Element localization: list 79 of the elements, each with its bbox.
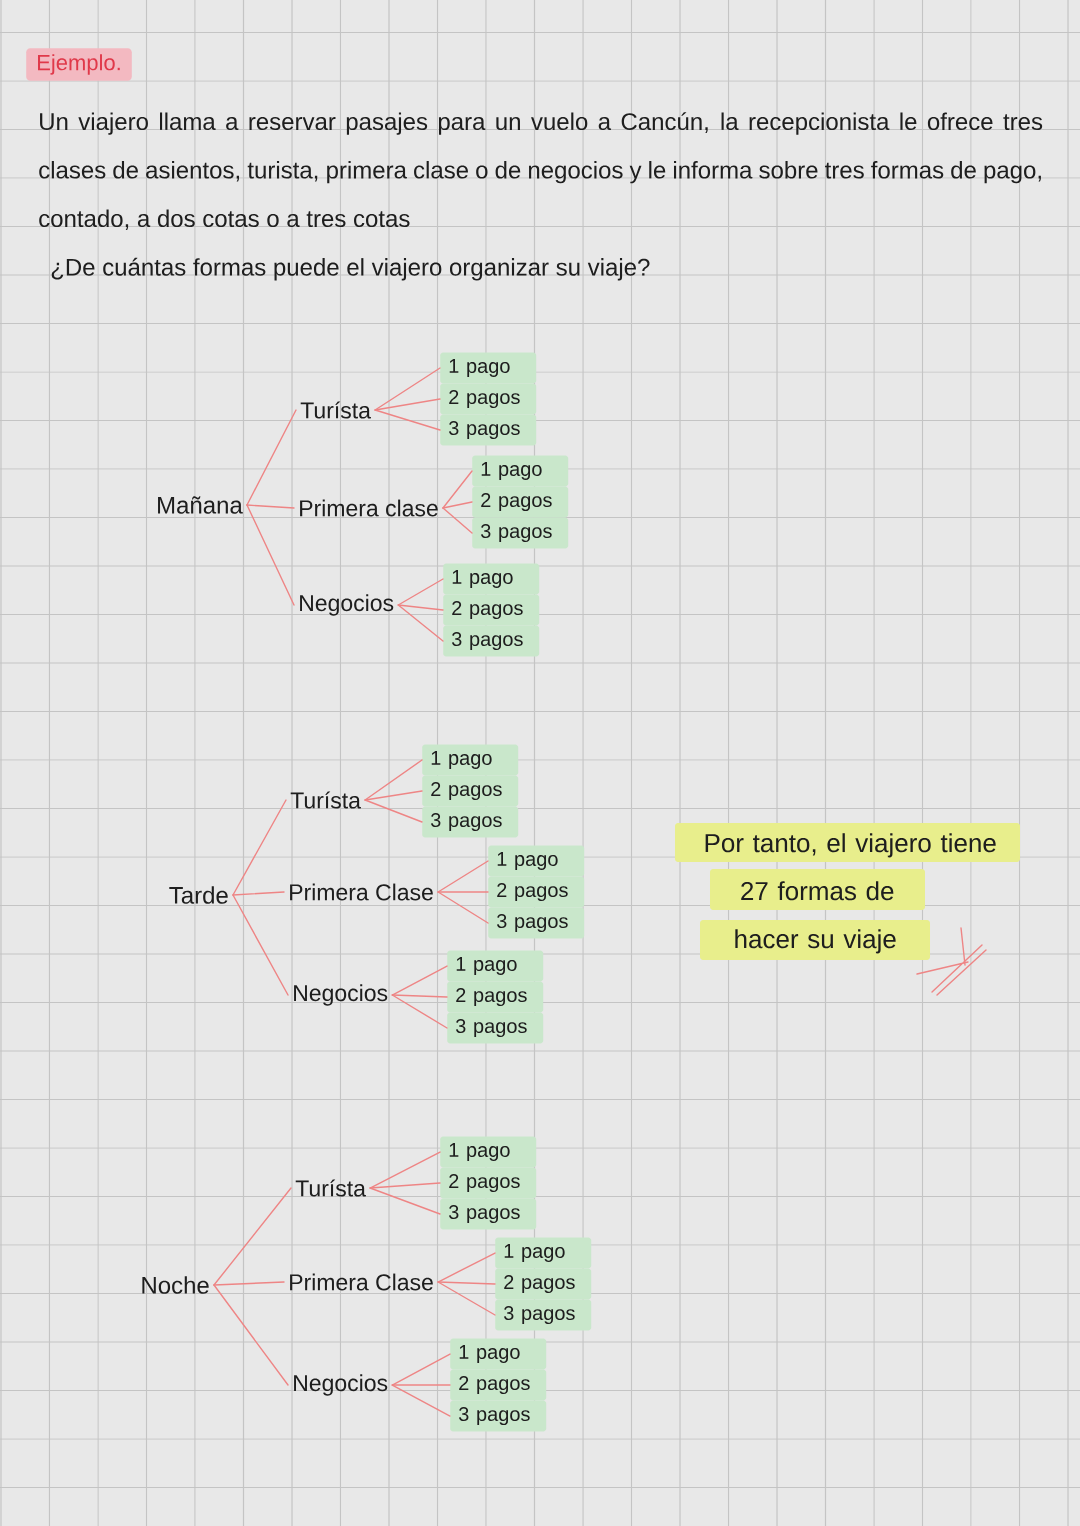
leaf-label: 3 pagos [450, 1400, 547, 1432]
leaf-label: 1 pago [440, 352, 537, 384]
branch-line [442, 507, 473, 534]
leaf-label: 3 pagos [472, 517, 569, 549]
branch-label: Primera Clase [290, 883, 433, 901]
leaf-label: 3 pagos [440, 414, 537, 446]
leaf-label: 1 pago [422, 744, 519, 776]
branch-line [374, 409, 441, 431]
branch-line [232, 891, 285, 896]
leaf-label: 1 pago [495, 1237, 592, 1269]
branch-line [232, 799, 287, 896]
branch-line [213, 1281, 285, 1286]
leaf-label: 1 pago [443, 563, 540, 595]
branch-line [391, 1353, 451, 1386]
leaf-label: 3 pagos [495, 1299, 592, 1331]
branch-line [364, 759, 423, 801]
leaf-label: 1 pago [450, 1338, 547, 1370]
question-text: ¿De cuántas formas puede el viajero organizar su viaje? [51, 257, 650, 281]
leaf-label: 3 pagos [422, 806, 519, 838]
branch-line [397, 578, 444, 606]
branch-label: Primera Clase [290, 1273, 433, 1291]
leaf-label: 2 pagos [440, 383, 537, 415]
branch-line [437, 860, 489, 893]
branch-label: Negocios [294, 984, 388, 1006]
leaf-label: 2 pagos [440, 1167, 537, 1199]
branch-line [437, 1281, 496, 1285]
branch-line [437, 891, 489, 893]
branch-line [437, 1252, 496, 1283]
leaf-label: 3 pagos [443, 625, 540, 657]
leaf-label: 2 pagos [472, 486, 569, 518]
leaf-label: 2 pagos [488, 876, 585, 908]
branch-line [391, 994, 448, 998]
branch-line [437, 891, 489, 924]
branch-line [246, 409, 297, 506]
branch-line [391, 965, 448, 996]
conclusion-text: Por tanto, el viajero tiene 27 formas de hacer su viaje [675, 823, 1020, 960]
leaf-label: 3 pagos [440, 1198, 537, 1230]
leaf-label: 1 pago [472, 455, 569, 487]
branch-line [364, 799, 423, 823]
branch-line [364, 790, 423, 801]
branch-line [397, 604, 444, 642]
branch-line [369, 1187, 441, 1215]
branch-line [232, 894, 289, 996]
branch-label: Turísta [300, 401, 371, 419]
branch-line [397, 604, 444, 611]
leaf-label: 1 pago [440, 1136, 537, 1168]
leaf-label: 1 pago [488, 845, 585, 877]
root-label: Tarde [169, 886, 228, 904]
branch-line [374, 398, 441, 411]
leaf-label: 1 pago [447, 950, 544, 982]
branch-line [374, 367, 441, 411]
branch-line [442, 470, 473, 509]
branch-line [442, 501, 473, 509]
branch-line [391, 1384, 451, 1386]
root-label: Noche [142, 1276, 209, 1294]
leaf-label: 2 pagos [422, 775, 519, 807]
leaf-label: 2 pagos [450, 1369, 547, 1401]
branch-line [391, 1384, 451, 1417]
leaf-label: 3 pagos [447, 1012, 544, 1044]
branch-line [391, 994, 448, 1029]
branch-label: Negocios [300, 594, 394, 616]
leaf-label: 2 pagos [495, 1268, 592, 1300]
title-label: Ejemplo. [26, 48, 132, 81]
branch-label: Negocios [294, 1374, 388, 1396]
branch-line [369, 1182, 441, 1189]
root-label: Mañana [158, 496, 243, 514]
branch-line [246, 504, 295, 509]
branch-line [213, 1187, 292, 1286]
branch-line [437, 1281, 496, 1316]
leaf-label: 3 pagos [488, 907, 585, 939]
branch-label: Primera clase [300, 499, 438, 517]
leaf-label: 2 pagos [447, 981, 544, 1013]
branch-label: Turísta [295, 1179, 366, 1197]
branch-line [213, 1284, 289, 1386]
branch-line [246, 504, 295, 606]
branch-line [369, 1151, 441, 1189]
problem-text: Un viajero llama a reservar pasajes para un vuelo a Cancún, la recepcionista le ofrece tres clases de asientos, turista, primera clase o de negocios y le informa sobre tres formas de pago, contado, a dos cotas o a tres cotas [39, 112, 1043, 230]
leaf-label: 2 pagos [443, 594, 540, 626]
branch-label: Turísta [290, 791, 361, 809]
